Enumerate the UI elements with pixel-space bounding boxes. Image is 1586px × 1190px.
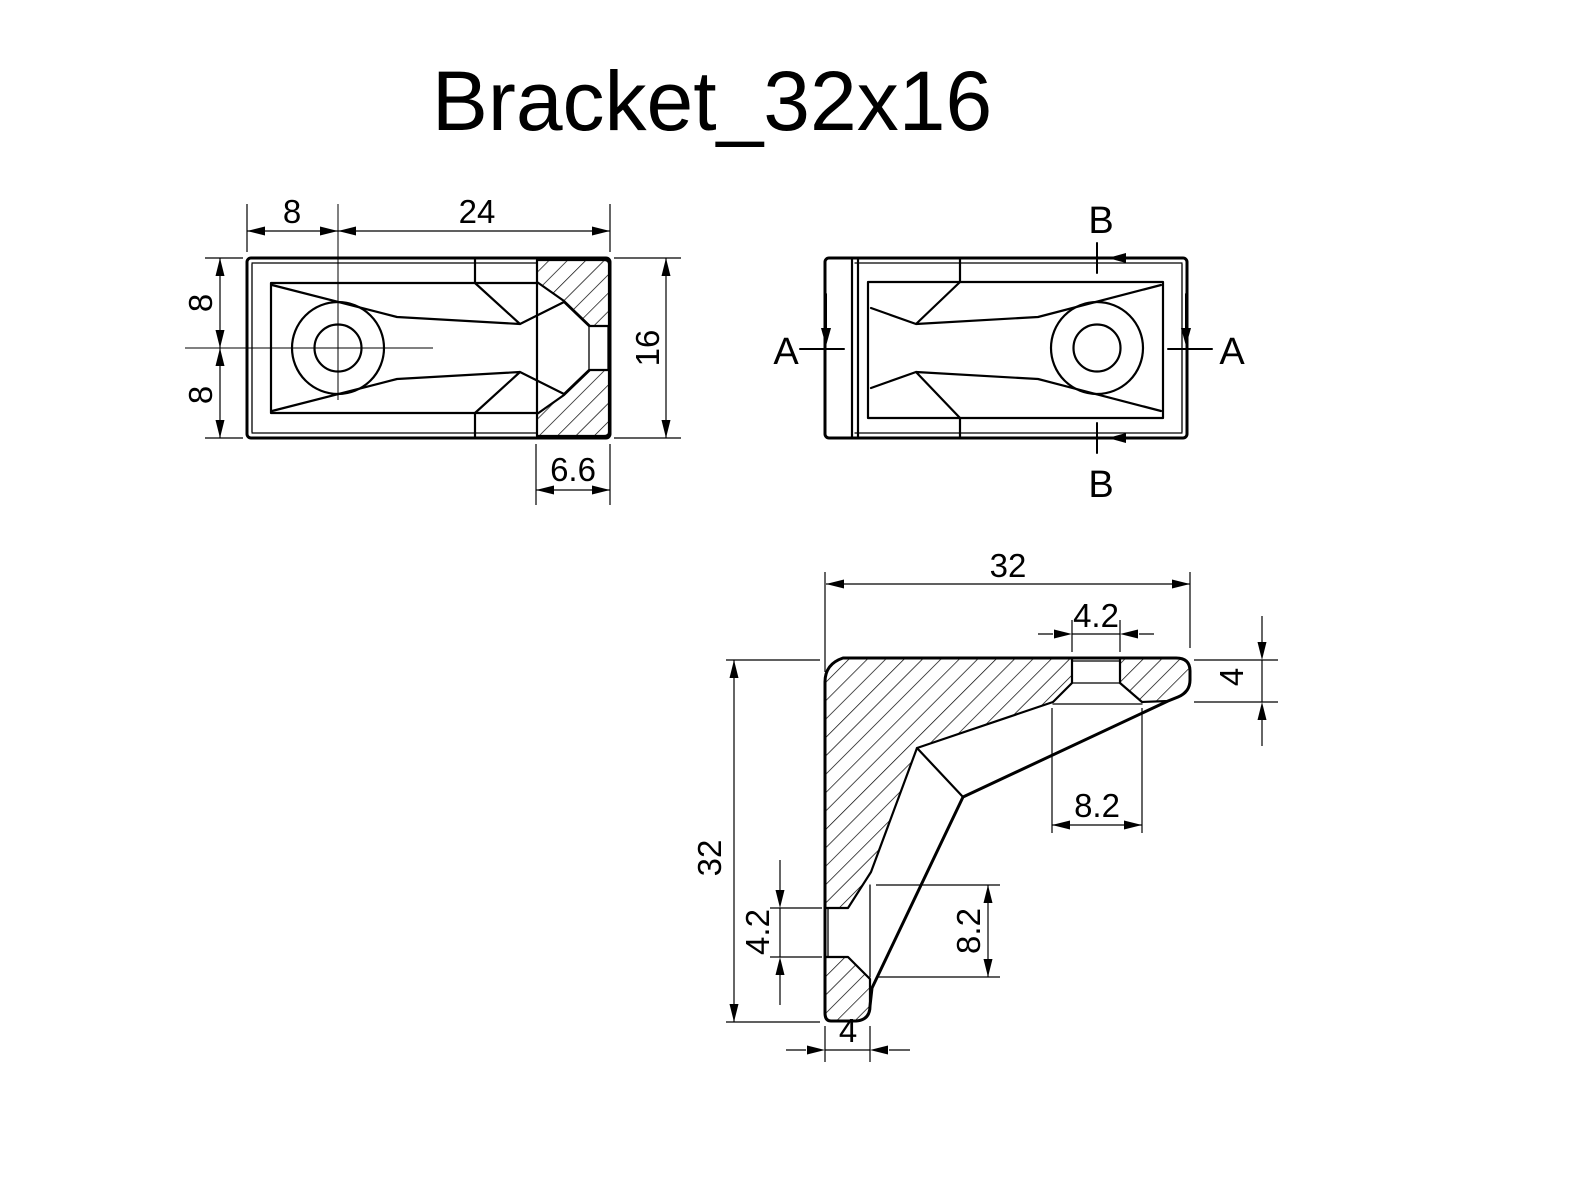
section-hatch-flange-end [1118,656,1192,704]
drawing-title: Bracket_32x16 [432,54,992,148]
arrowhead [1172,579,1190,589]
dim-8-2-top: 8.2 [1074,787,1120,824]
arrowhead [1124,820,1142,830]
arrowhead [1054,629,1072,639]
dim-24: 24 [459,193,496,230]
dim-4-2-side: 4.2 [739,909,776,955]
arrowhead [775,957,785,975]
arrowhead [215,348,225,366]
arrowhead [215,420,225,438]
top-view-slot-notch [588,325,609,371]
dim-4-flange: 4 [1213,668,1250,686]
arrowhead [215,330,225,348]
counterbore-circle [1049,300,1145,396]
arrowhead [1120,629,1138,639]
section-hole-edges [827,660,1143,978]
section-rib-ridge [915,746,965,799]
section-arrow-b-bottom [1108,433,1126,443]
section-extension-lines [726,572,1278,1062]
dim-8-offset: 8 [283,193,301,230]
top-view-centerlines [185,204,433,400]
section-hatch-leg-end [823,955,872,1023]
arrowhead [592,485,610,495]
plan-view-internal-edges [869,256,1163,440]
section-dimension-lines [733,583,1263,1051]
top-view [185,204,612,440]
section-arrow-b-top [1108,253,1126,263]
arrowhead [1052,820,1070,830]
arrowhead [247,226,265,236]
arrowhead [807,1045,825,1055]
section-arrow-a-left [821,328,831,346]
section-label-a-left: A [773,331,799,373]
dim-8-2-side: 8.2 [950,908,987,954]
section-markers: A A B B [773,200,1245,506]
top-view-extension-lines [205,204,681,505]
section-arrow-a-right [1181,328,1191,346]
section-arrow-shaft-lines [779,616,1263,1051]
arrowhead [826,579,844,589]
section-view-dimensions: 32 4.2 4 8.2 32 4.2 8.2 4 [691,547,1278,1062]
top-view-hatch-lower [535,368,611,438]
dim-4-leg: 4 [839,1012,857,1049]
arrowhead [983,885,993,903]
dim-8-upper: 8 [182,294,219,312]
dim-16: 16 [629,330,666,367]
arrowhead [729,1004,739,1022]
arrowhead [983,959,993,977]
arrowhead [775,890,785,908]
section-label-a-right: A [1219,331,1245,373]
dim-32-width: 32 [990,547,1027,584]
section-arrow-shafts [825,257,1187,439]
plan-view-edge-offsets [854,262,1183,434]
dim-8-lower: 8 [182,386,219,404]
arrowhead [338,226,356,236]
section-label-b-top: B [1088,200,1113,242]
arrowhead [870,1045,888,1055]
section-line-ticks [799,242,1213,454]
dim-4-2-top: 4.2 [1073,597,1119,634]
hole-circle [1072,323,1122,373]
top-view-dimensions: 8 24 8 8 16 6.6 [182,193,681,505]
arrowhead [729,660,739,678]
arrowhead [1257,642,1267,660]
arrowhead [661,258,671,276]
plan-view [823,256,1189,440]
dim-32-height: 32 [691,840,728,877]
arrowhead [215,258,225,276]
arrowhead [1257,702,1267,720]
plan-view-pocket [866,280,1165,420]
arrowhead [536,485,554,495]
dim-6-6: 6.6 [550,451,596,488]
section-view [823,656,1192,1023]
section-label-b-bottom: B [1088,464,1113,506]
plan-view-outline [823,256,1189,440]
arrowhead [592,226,610,236]
top-view-hatch-upper [535,258,611,328]
arrowhead [661,420,671,438]
plan-view-left-edges [850,257,860,439]
arrowhead [320,226,338,236]
